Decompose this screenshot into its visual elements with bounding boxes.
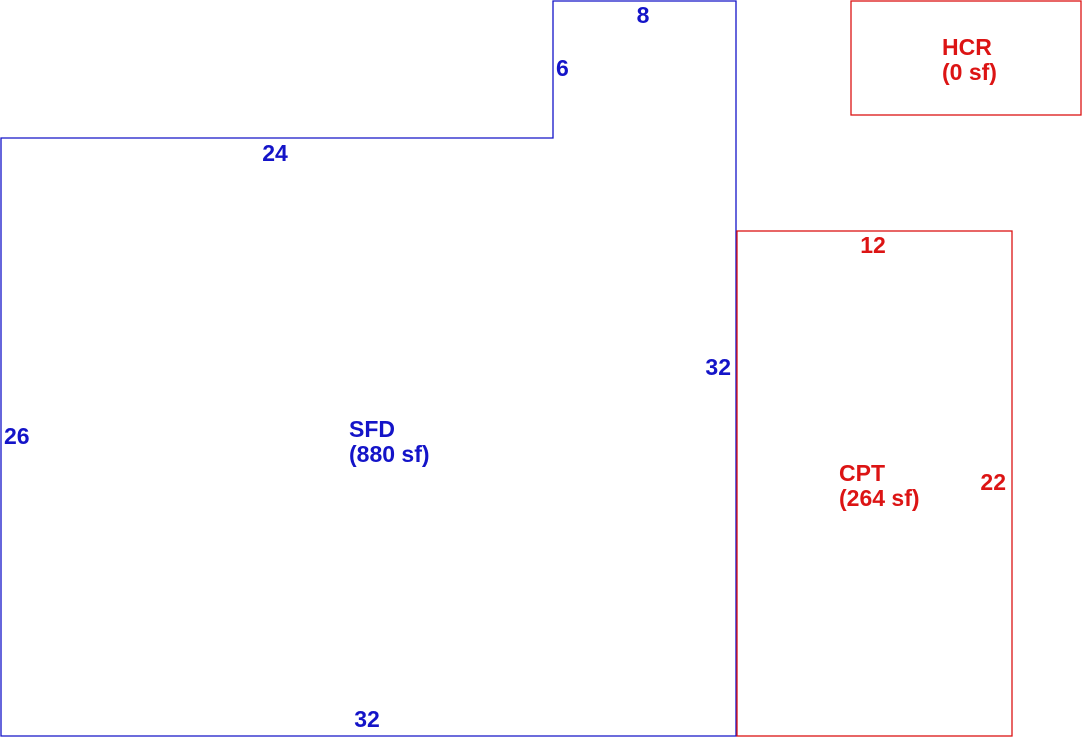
- cpt-dimension-top: 12: [860, 232, 886, 258]
- sfd-area: 8 6 24 26 32 32 SFD (880 sf): [0, 0, 737, 737]
- cpt-dimension-right: 22: [980, 469, 1006, 495]
- sfd-dimension-right: 32: [705, 354, 731, 380]
- sfd-dimension-top-bump: 8: [637, 2, 650, 28]
- cpt-outline: [736, 230, 1013, 737]
- cpt-name-label: CPT: [839, 460, 885, 486]
- hcr-outline: [850, 0, 1082, 116]
- sfd-name-label: SFD: [349, 416, 395, 442]
- cpt-area-label: (264 sf): [839, 485, 920, 511]
- cpt-area: 12 22 CPT (264 sf): [736, 230, 1013, 737]
- hcr-name-label: HCR: [942, 34, 992, 60]
- hcr-area: HCR (0 sf): [850, 0, 1082, 116]
- hcr-area-label: (0 sf): [942, 59, 997, 85]
- sfd-area-label: (880 sf): [349, 441, 430, 467]
- sfd-dimension-left: 26: [4, 423, 30, 449]
- sfd-dimension-bottom: 32: [354, 706, 380, 732]
- sfd-dimension-top-left: 24: [262, 140, 288, 166]
- sfd-dimension-bump-side: 6: [556, 55, 569, 81]
- sfd-outline: [0, 0, 737, 737]
